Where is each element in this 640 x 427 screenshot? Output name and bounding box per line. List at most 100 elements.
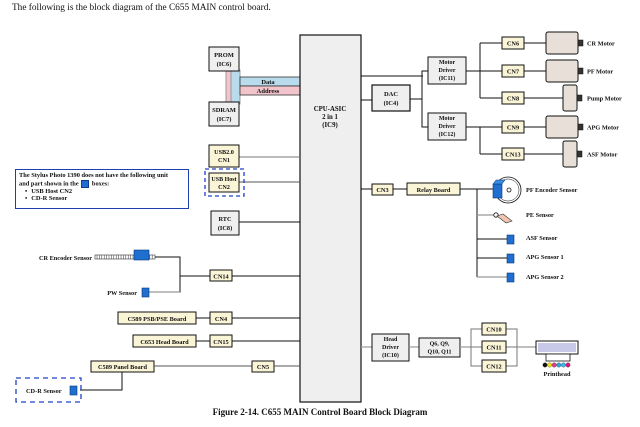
svg-text:USB2.0: USB2.0	[214, 149, 234, 156]
motor-body-icon	[545, 115, 579, 139]
svg-text:Driver: Driver	[382, 345, 399, 351]
optional-part-outline	[204, 168, 245, 197]
relay-group: CN3 Relay Board PF Encoder Sensor PE Sen…	[361, 176, 578, 283]
pw-sensor-icon	[141, 287, 150, 298]
apg-sensor-2-icon	[506, 272, 515, 283]
motor-asf-motor: CN13 ASF Motor	[480, 140, 618, 168]
note-list: USB Host CN2 CD-R Sensor	[19, 188, 185, 203]
svg-text:SDRAM: SDRAM	[212, 107, 236, 114]
rtc-block: RTC (IC8)	[210, 210, 300, 236]
connector-label: CN7	[507, 69, 519, 76]
pf-encoder-label: PF Encoder Sensor	[526, 187, 578, 194]
note-item: USB Host CN2	[31, 188, 185, 196]
memory-bus: Data Address	[225, 69, 301, 105]
svg-text:Q6, Q9,: Q6, Q9,	[430, 342, 450, 348]
svg-text:CN2: CN2	[218, 185, 230, 191]
motor-wiring	[466, 43, 481, 154]
intro-text: The following is the block diagram of th…	[12, 3, 271, 13]
svg-text:(IC8): (IC8)	[218, 225, 232, 232]
sdram-block: SDRAM (IC7)	[208, 101, 240, 127]
svg-text:USB Host: USB Host	[211, 177, 236, 183]
head-connector	[481, 340, 507, 354]
svg-text:(IC7): (IC7)	[217, 116, 232, 123]
asf-sensor-label: ASF Sensor	[526, 235, 558, 242]
svg-text:CN15: CN15	[213, 339, 228, 346]
note-item: CD-R Sensor	[31, 195, 185, 203]
motor-label: ASF Motor	[587, 152, 618, 159]
svg-text:Driver: Driver	[439, 68, 456, 74]
svg-text:Driver: Driver	[439, 124, 456, 130]
note-line-2: and part shown in the boxes:	[19, 179, 110, 188]
cr-encoder-group: CR Encoder Sensor PW Sensor CN14	[39, 249, 300, 298]
bus-address-label: Address	[257, 88, 280, 95]
ink-drop-icon	[547, 362, 552, 368]
ink-drop-icon	[556, 362, 562, 368]
motor-pf-motor: CN7 PF Motor	[480, 59, 613, 83]
motor-cr-motor: CN6 CR Motor	[480, 31, 615, 55]
note-line-1: The Stylus Photo 1390 does not have the …	[19, 172, 168, 179]
head-chain: Head Driver (IC10) Q6, Q9, Q10, Q11 CN10…	[361, 322, 579, 378]
motor-label: Pump Motor	[587, 96, 622, 103]
motor-shaft-icon	[576, 94, 583, 102]
motor-pump-motor: CN8 Pump Motor	[480, 84, 622, 112]
pf-encoder-icon	[492, 176, 522, 204]
svg-text:DAC: DAC	[384, 91, 398, 98]
asf-sensor-icon	[506, 234, 515, 245]
svg-text:(IC11): (IC11)	[439, 75, 455, 82]
panel-board: C589 Panel Board CN5	[80, 360, 300, 391]
cn14-label: CN14	[213, 274, 229, 281]
pw-sensor-label: PW Sensor	[107, 290, 137, 297]
motor-driver-ic11: Motor Driver (IC11)	[427, 56, 467, 85]
svg-text:Head: Head	[384, 337, 398, 343]
motor-shaft-icon	[577, 123, 584, 131]
cdr-sensor-group: CD-R Sensor	[15, 377, 82, 403]
blue-box-icon	[81, 179, 90, 188]
ink-drop-icon	[542, 362, 548, 368]
motor-label: APG Motor	[587, 125, 619, 132]
svg-text:(IC6): (IC6)	[217, 61, 232, 68]
bus-data-label: Data	[261, 79, 275, 86]
motor-apg-motor: CN9 APG Motor	[480, 115, 619, 139]
cn3-label: CN3	[376, 187, 388, 194]
relay-board-label: Relay Board	[417, 187, 451, 194]
svg-text:C653 Head Board: C653 Head Board	[140, 339, 189, 346]
head-connector-label: CN10	[486, 327, 501, 334]
ink-drop-icon	[565, 362, 571, 368]
svg-text:CN5: CN5	[257, 364, 269, 371]
psb-board: C589 PSB/PSE Board CN4	[117, 311, 300, 325]
cdr-sensor-icon	[69, 385, 78, 396]
model-note: The Stylus Photo 1390 does not have the …	[15, 169, 189, 209]
pe-sensor-icon	[493, 212, 513, 224]
motor-label: PF Motor	[587, 69, 613, 76]
svg-text:C589 Panel Board: C589 Panel Board	[98, 364, 147, 371]
cr-encoder-label: CR Encoder Sensor	[39, 255, 92, 262]
dac-group: DAC (IC4)	[361, 70, 428, 128]
motor-body-icon	[562, 84, 578, 112]
svg-text:(IC9): (IC9)	[322, 122, 337, 129]
svg-text:Motor: Motor	[439, 60, 456, 66]
ink-drop-icon	[551, 362, 557, 368]
svg-text:C589 PSB/PSE Board: C589 PSB/PSE Board	[128, 316, 187, 323]
connector-label: CN13	[505, 152, 520, 159]
svg-text:(IC10): (IC10)	[382, 352, 399, 359]
printhead-label: Printhead	[544, 371, 571, 378]
motor-shaft-icon	[577, 39, 584, 47]
cpu-asic-block: CPU-ASIC 2 in 1 (IC9)	[299, 34, 362, 403]
connector-label: CN6	[507, 41, 519, 48]
motor-label: CR Motor	[587, 41, 615, 48]
head-board: C653 Head Board CN15	[132, 334, 300, 348]
svg-text:(IC4): (IC4)	[384, 100, 399, 107]
connector-label: CN8	[507, 96, 519, 103]
svg-text:Motor: Motor	[439, 116, 456, 122]
apg-sensor-1-label: APG Sensor 1	[526, 254, 564, 261]
svg-text:PROM: PROM	[214, 52, 234, 59]
svg-text:(IC12): (IC12)	[439, 131, 456, 138]
printhead-icon	[535, 340, 579, 368]
motor-driver-ic12: Motor Driver (IC12)	[427, 112, 467, 141]
cdr-sensor-label: CD-R Sensor	[26, 388, 62, 395]
prom-block: PROM (IC6)	[208, 46, 240, 72]
pe-sensor-label: PE Sensor	[526, 212, 554, 219]
connector-label: CN9	[507, 125, 519, 132]
motor-shaft-icon	[576, 150, 583, 158]
